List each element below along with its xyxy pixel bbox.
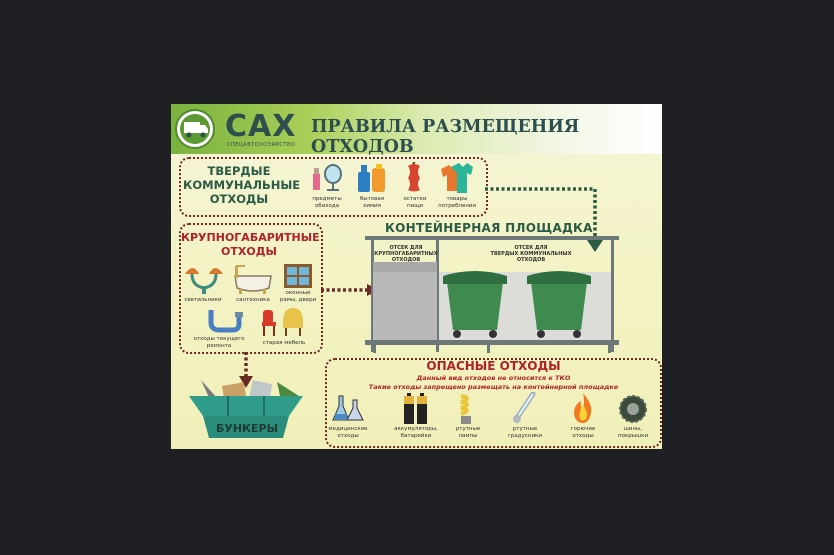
- lamp-icon: [185, 268, 223, 294]
- bunker-illustration: [189, 380, 303, 438]
- chair-icon: [262, 308, 303, 336]
- bathtub-icon: [234, 265, 272, 294]
- hazardous-heading: ОПАСНЫЕ ОТХОДЫ: [426, 359, 561, 373]
- cosmetics-icon: [313, 164, 342, 191]
- hazardous-note-1: Данный вид отходов не относится к ТКО: [416, 374, 571, 382]
- thermometer-icon: [513, 392, 536, 423]
- brand-subtitle: СПЕЦАВТОХОЗЯЙСТВО: [227, 142, 296, 148]
- container-site-illustration: [365, 236, 619, 353]
- fire-icon: [574, 393, 592, 423]
- truck-logo-icon: [175, 109, 215, 149]
- bulky-heading: КРУПНОГАБАРИТНЫЕ ОТХОДЫ: [181, 231, 320, 258]
- hazardous-note-2: Такие отходы запрещено размещать на конт…: [368, 383, 619, 391]
- header-banner: [171, 104, 662, 154]
- bulky-caption-1: светильники: [184, 297, 222, 303]
- hazard-caption-2: аккумуляторы,батарейки: [394, 426, 438, 439]
- flask-icon: [332, 395, 364, 421]
- hazardous-box: [325, 358, 662, 448]
- tko-arrow: [485, 187, 603, 252]
- battery-icon: [404, 393, 427, 424]
- bunker-label: БУНКЕРЫ: [215, 422, 279, 435]
- brand-logo-text: САХ: [225, 109, 297, 144]
- food-waste-icon: [408, 162, 420, 192]
- tko-heading: ТВЕРДЫЕ КОММУНАЛЬНЫЕ ОТХОДЫ: [183, 164, 301, 206]
- hazard-caption-6: шины,покрышки: [617, 426, 649, 439]
- window-icon: [284, 264, 312, 288]
- poster: САХ СПЕЦАВТОХОЗЯЙСТВО ПРАВИЛА РАЗМЕЩЕНИЯ…: [171, 104, 662, 449]
- container-site-heading: КОНТЕЙНЕРНАЯ ПЛОЩАДКА: [385, 221, 593, 235]
- bulky-caption-2: сантехника: [236, 297, 270, 303]
- bulky-caption-5: старая мебель: [262, 340, 306, 346]
- chemicals-icon: [358, 164, 385, 192]
- pipe-icon: [208, 310, 243, 333]
- clothes-icon: [441, 163, 473, 193]
- tire-icon: [619, 395, 647, 423]
- bulb-icon: [460, 394, 471, 424]
- bunker-arrow: [239, 352, 253, 388]
- page-title: ПРАВИЛА РАЗМЕЩЕНИЯ ОТХОДОВ: [311, 117, 580, 157]
- tko-box: [179, 157, 488, 217]
